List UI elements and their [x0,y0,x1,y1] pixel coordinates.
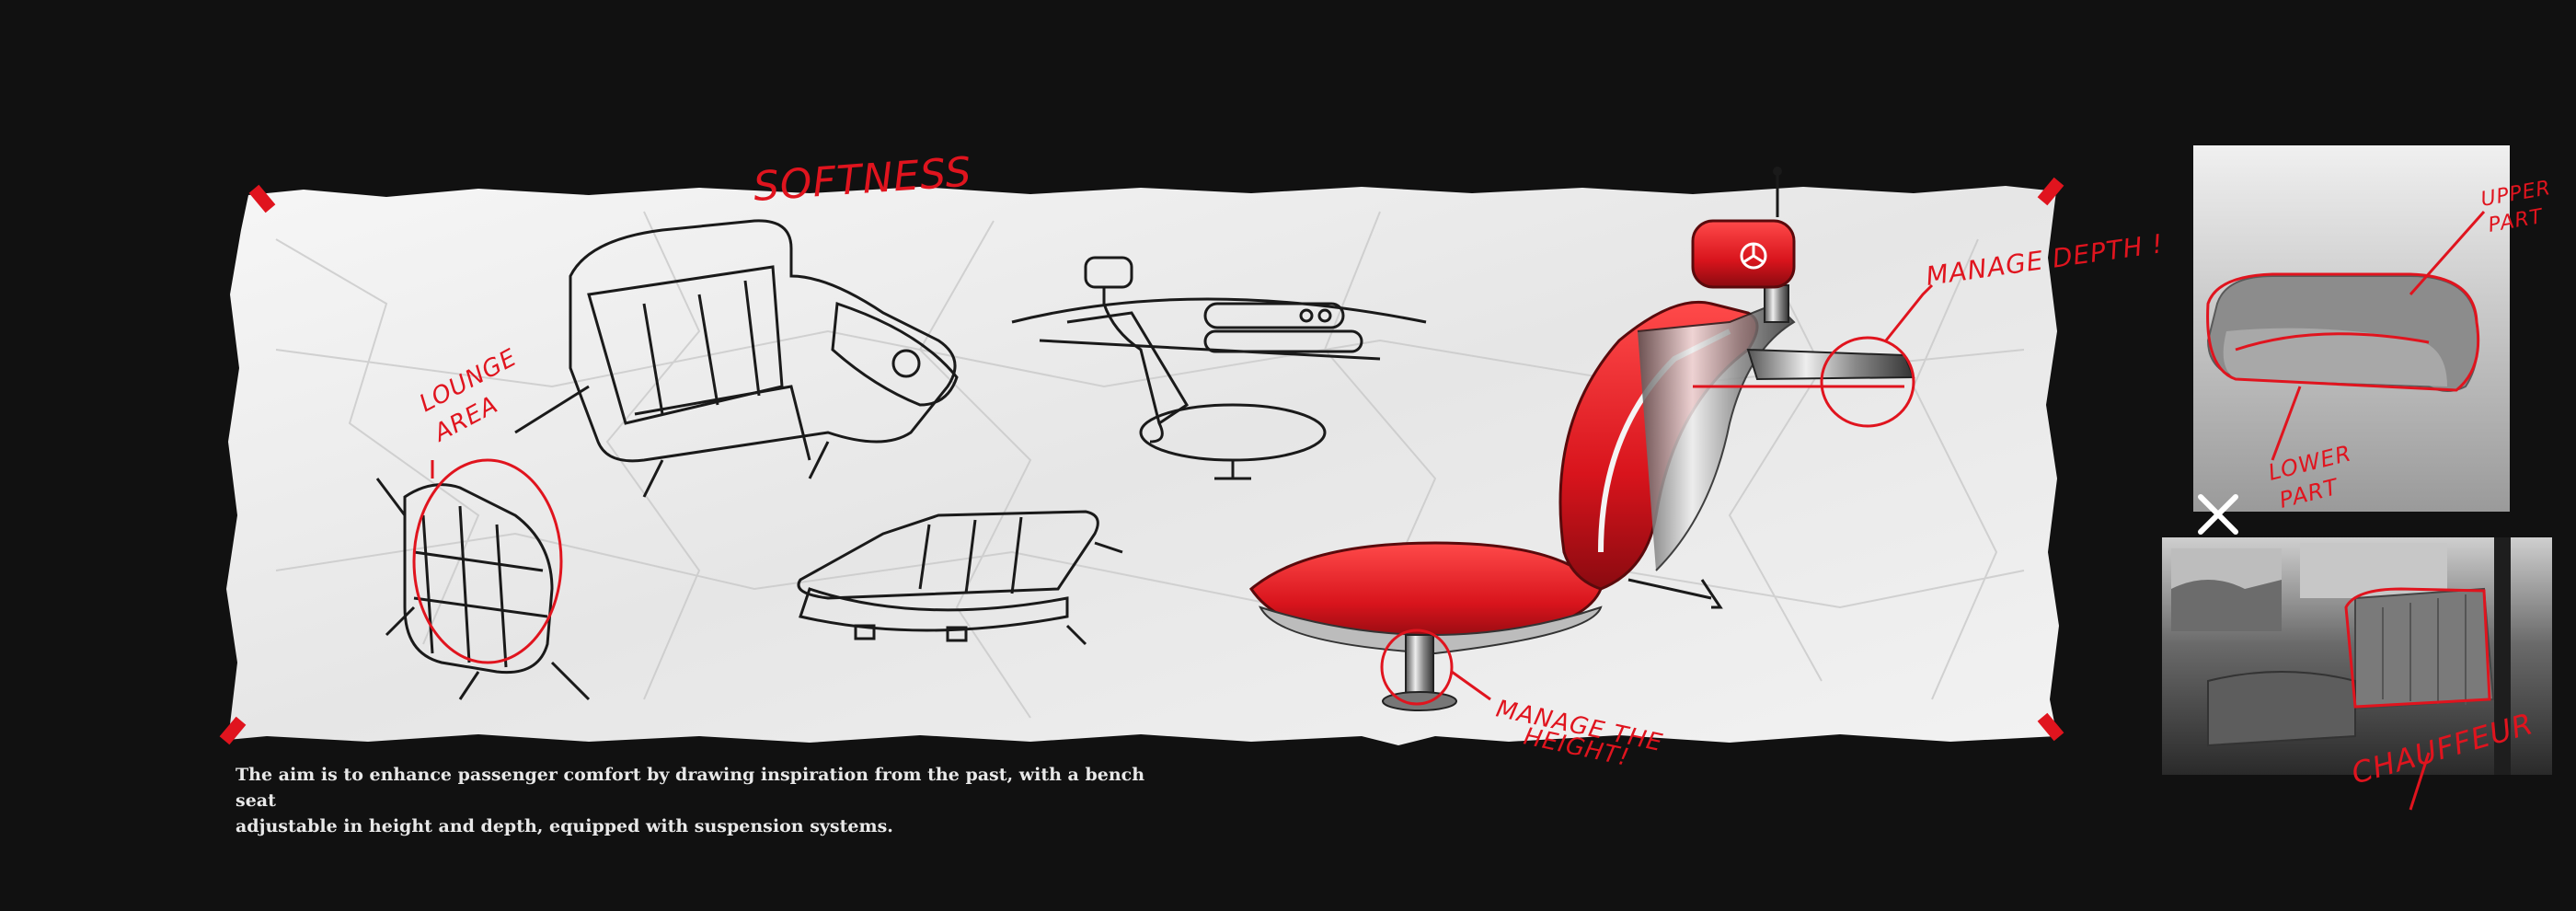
brand-star-icon [1740,242,1767,270]
reference-photo-sofa: UPPER PART LOWER PART [2193,145,2553,513]
cross-mark-icon [2198,494,2238,535]
height-circle [1380,628,1454,706]
tape-corner-br [2037,712,2064,742]
depth-circle [1820,336,1915,428]
sketch-bench-bottom [797,510,1123,646]
sketch-seat-left [375,478,591,701]
crumpled-paper-sheet [219,177,2064,745]
caption-line-1: The aim is to enhance passenger comfort … [236,765,1145,811]
tape-corner-bl [219,716,247,745]
reference-photo-car-interior [2162,537,2552,775]
sketch-chair-center [1011,256,1427,480]
lounge-area-circle [412,458,563,664]
tape-corner-tl [248,184,276,213]
design-caption: The aim is to enhance passenger comfort … [236,762,1156,839]
sketch-sofa-top [514,219,959,498]
tape-corner-tr [2037,177,2064,206]
red-annotation-marks [431,283,1934,706]
caption-line-2: adjustable in height and depth, equipped… [236,816,893,836]
chauffeur-underline [2409,752,2431,811]
rendered-red-seat [1249,167,1915,711]
